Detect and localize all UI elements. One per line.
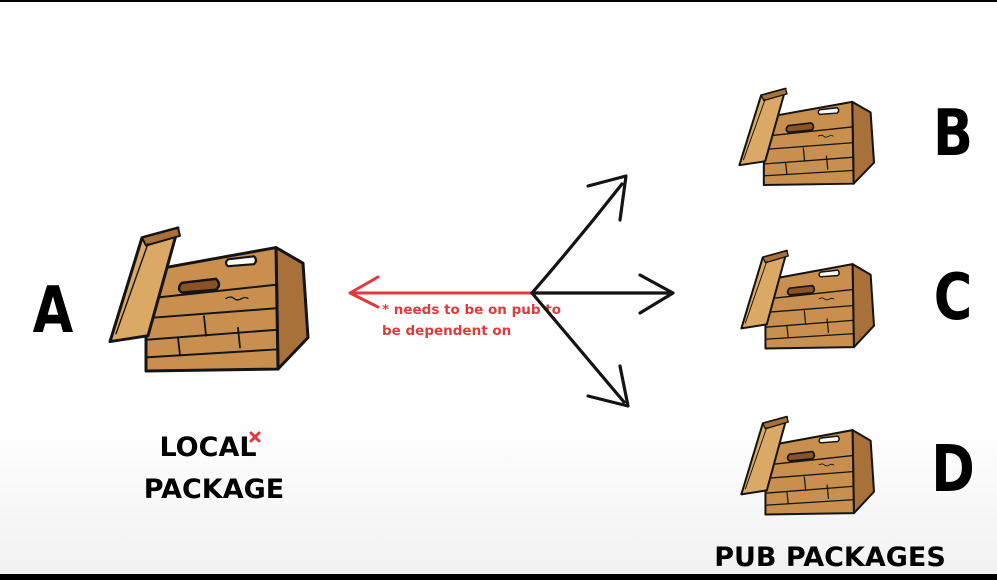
pub-package-c-letter: C [934,260,973,334]
local-package-box-icon [108,226,310,373]
pub-package-d-letter: D [931,432,975,506]
pub-package-d-box-icon [740,415,876,516]
pub-package-c-box-icon [740,249,876,350]
note-line1: * needs to be on pub to [382,302,561,318]
local-caption-line2: PACKAGE [144,474,284,505]
red-dependency-arrow [348,275,534,309]
pub-package-b-letter: B [933,96,973,170]
local-caption-line1: LOCAL [159,432,256,463]
pub-packages-caption: PUB PACKAGES [714,542,946,573]
top-border [0,0,997,2]
local-package-letter: A [33,273,74,347]
upper-arrow [530,174,628,295]
bottom-border [0,574,997,580]
note-line2: be dependent on [382,323,511,339]
lower-arrow [530,291,630,408]
middle-arrow [530,273,675,315]
pub-package-b-box-icon [738,87,876,187]
